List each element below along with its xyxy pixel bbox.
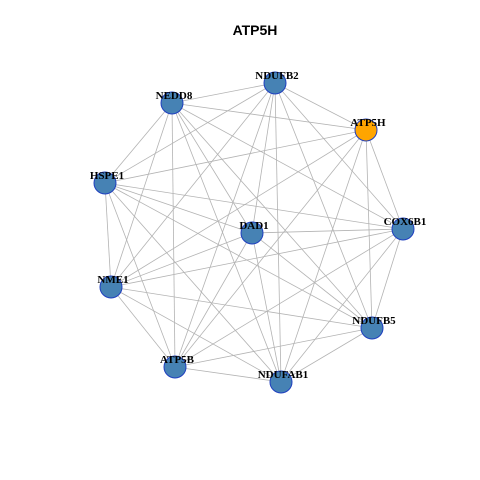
edge-dad1-ndufab1 — [251, 232, 282, 383]
edge-ndufb2-atp5b — [174, 82, 276, 368]
diagram-title: ATP5H — [233, 22, 278, 38]
edge-hspe1-cox6b1 — [104, 182, 404, 230]
edge-nedd8-atp5h — [171, 102, 367, 131]
edge-ndufb2-ndufb5 — [274, 82, 373, 329]
node-label-atp5h: ATP5H — [350, 117, 386, 129]
edge-nedd8-ndufb5 — [171, 102, 373, 329]
edge-nedd8-ndufb2 — [171, 82, 276, 104]
node-atp5b — [163, 355, 187, 379]
node-atp5h — [354, 118, 378, 142]
node-label-hspe1: HSPE1 — [90, 170, 124, 182]
node-label-cox6b1: COX6B1 — [384, 216, 427, 228]
node-ndufb5 — [360, 316, 384, 340]
edge-ndufb2-dad1 — [251, 82, 276, 234]
node-label-nedd8: NEDD8 — [156, 90, 193, 102]
edge-hspe1-nme1 — [104, 182, 112, 288]
edge-dad1-cox6b1 — [251, 228, 404, 234]
edge-atp5h-cox6b1 — [365, 129, 404, 230]
edge-cox6b1-ndufab1 — [280, 228, 404, 383]
edge-dad1-ndufb5 — [251, 232, 373, 329]
edge-dad1-atp5b — [174, 232, 253, 368]
edge-ndufb2-cox6b1 — [274, 82, 404, 230]
edge-atp5h-ndufab1 — [280, 129, 367, 383]
node-layer — [93, 71, 415, 394]
edge-nedd8-atp5b — [171, 102, 176, 368]
edge-cox6b1-nme1 — [110, 228, 404, 288]
node-label-dad1: DAD1 — [239, 220, 268, 232]
edge-atp5h-hspe1 — [104, 129, 367, 184]
edge-ndufb2-hspe1 — [104, 82, 276, 184]
edge-hspe1-ndufb5 — [104, 182, 373, 329]
node-label-atp5b: ATP5B — [160, 354, 195, 366]
edge-atp5b-ndufab1 — [174, 366, 282, 383]
edge-cox6b1-ndufb5 — [371, 228, 404, 329]
edge-atp5h-nme1 — [110, 129, 367, 288]
edge-hspe1-ndufab1 — [104, 182, 282, 383]
edge-ndufb5-atp5b — [174, 327, 373, 368]
node-hspe1 — [93, 171, 117, 195]
node-label-ndufab1: NDUFAB1 — [258, 369, 309, 381]
node-label-ndufb2: NDUFB2 — [255, 70, 299, 82]
edge-atp5h-ndufb5 — [365, 129, 373, 329]
node-nedd8 — [160, 91, 184, 115]
edge-nedd8-hspe1 — [104, 102, 173, 184]
edge-layer — [104, 82, 404, 383]
edge-hspe1-atp5b — [104, 182, 176, 368]
edge-hspe1-dad1 — [104, 182, 253, 234]
node-label-nme1: NME1 — [97, 274, 128, 286]
edge-ndufb2-atp5h — [274, 82, 367, 131]
edge-atp5h-atp5b — [174, 129, 367, 368]
edge-dad1-nme1 — [110, 232, 253, 288]
node-cox6b1 — [391, 217, 415, 241]
edge-nedd8-cox6b1 — [171, 102, 404, 230]
node-nme1 — [99, 275, 123, 299]
edge-ndufb5-ndufab1 — [280, 327, 373, 383]
node-ndufb2 — [263, 71, 287, 95]
edge-nme1-ndufab1 — [110, 286, 282, 383]
edge-nedd8-dad1 — [171, 102, 253, 234]
node-ndufab1 — [269, 370, 293, 394]
edge-nme1-atp5b — [110, 286, 176, 368]
node-dad1 — [240, 221, 264, 245]
edge-nme1-ndufb5 — [110, 286, 373, 329]
edge-ndufb2-nme1 — [110, 82, 276, 288]
node-label-ndufb5: NDUFB5 — [352, 315, 396, 327]
